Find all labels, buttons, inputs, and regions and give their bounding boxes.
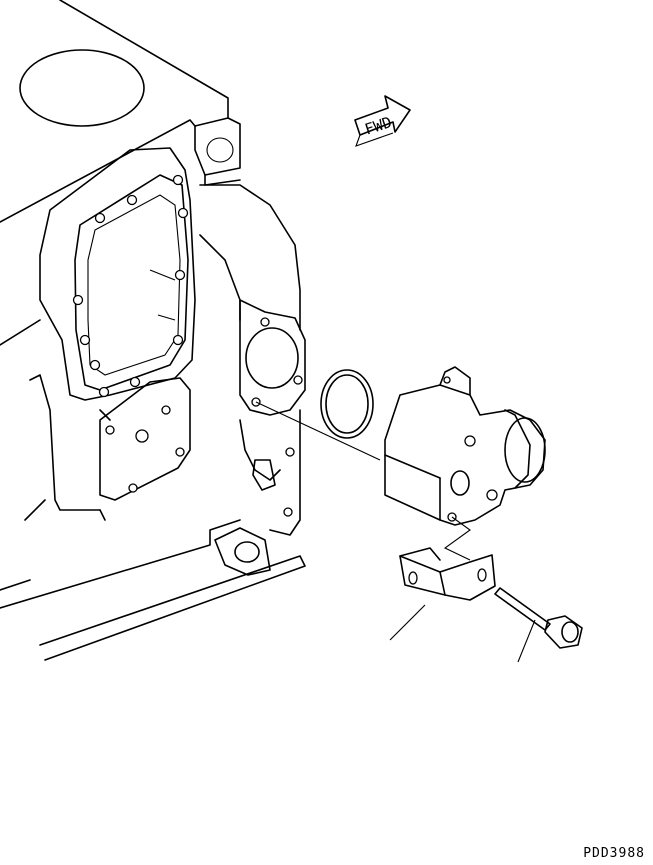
bolt bbox=[495, 588, 582, 648]
water-outlet-housing bbox=[385, 367, 545, 525]
front-cover bbox=[40, 148, 195, 500]
water-passage bbox=[200, 185, 305, 575]
engine-block bbox=[0, 0, 305, 660]
drawing-reference-code: PDD3988 bbox=[583, 846, 645, 861]
bracket bbox=[400, 548, 495, 600]
bracket-callout-line bbox=[390, 605, 425, 640]
o-ring-seal bbox=[321, 370, 373, 438]
bolt-callout-line bbox=[518, 620, 535, 662]
bracket-leader-line bbox=[445, 517, 470, 560]
assembly-leader-line bbox=[256, 402, 380, 460]
forward-direction-arrow: FWD bbox=[355, 96, 410, 146]
